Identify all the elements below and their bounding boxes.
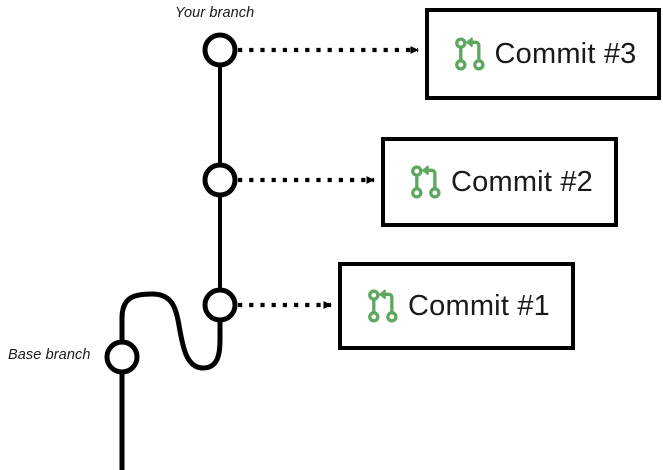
node-commit-3 xyxy=(202,32,238,68)
git-pull-request-icon xyxy=(455,37,485,71)
git-pull-request-icon xyxy=(368,289,398,323)
your-branch-label: Your branch xyxy=(175,5,255,21)
commit-box-3-label: Commit #3 xyxy=(494,37,637,70)
node-commit-1 xyxy=(202,287,238,323)
base-branch-line xyxy=(119,291,223,470)
commit-box-1[interactable]: Commit #1 xyxy=(338,262,575,350)
node-commit-2 xyxy=(202,162,238,198)
node-base-branch xyxy=(104,339,140,375)
base-branch-label: Base branch xyxy=(8,347,91,363)
commit-box-2-label: Commit #2 xyxy=(451,165,593,198)
git-pull-request-icon xyxy=(411,165,441,199)
commit-box-2[interactable]: Commit #2 xyxy=(381,137,618,227)
commit-box-1-label: Commit #1 xyxy=(408,289,550,322)
commit-box-3[interactable]: Commit #3 xyxy=(425,8,661,100)
